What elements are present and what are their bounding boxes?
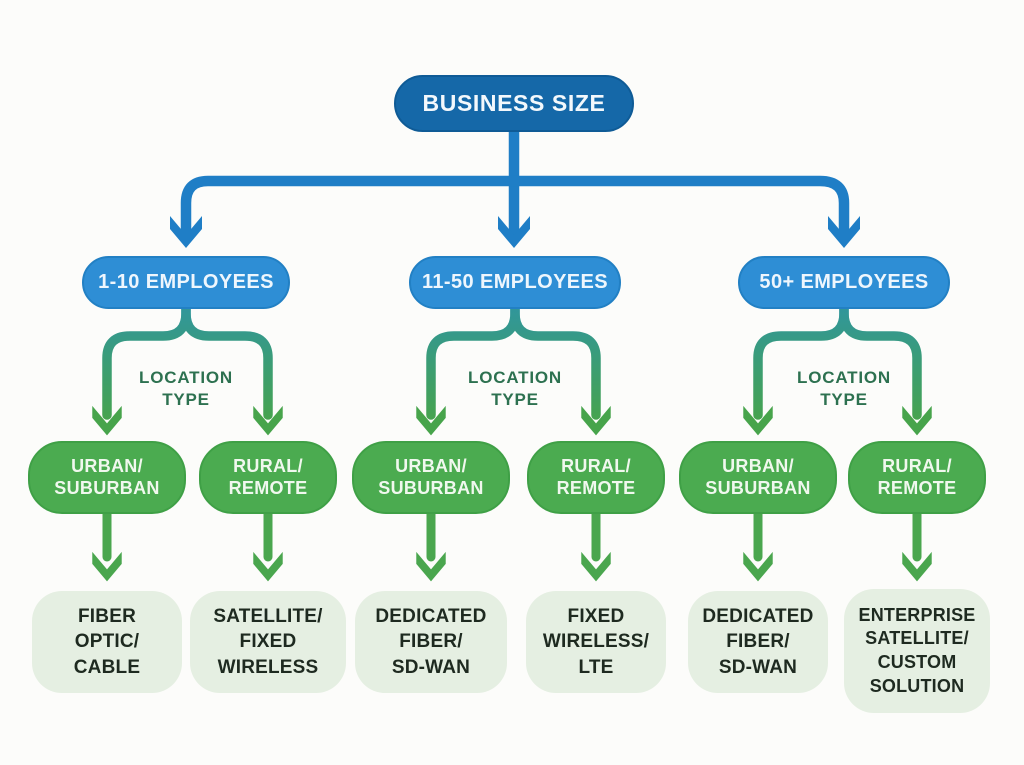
decision-label-location-type-3: LOCATION TYPE — [797, 368, 891, 410]
leaf-arrowheads — [92, 551, 932, 582]
outcome-node-satellite-fixed-wireless: SATELLITE/ FIXED WIRELESS — [190, 591, 346, 693]
outcome-node-dedicated-fiber-sdwan-1: DEDICATED FIBER/ SD-WAN — [355, 591, 507, 693]
arrow-down-icon — [253, 551, 283, 582]
location-node-urban-suburban-3: URBAN/ SUBURBAN — [679, 441, 837, 514]
root-to-branches-connector — [180, 125, 850, 239]
blue-arrowheads — [170, 216, 860, 248]
arrow-down-icon — [416, 551, 446, 582]
arrow-down-icon — [92, 551, 122, 582]
arrow-down-icon — [828, 216, 860, 248]
branch-node-1-10-employees: 1-10 EMPLOYEES — [82, 256, 290, 309]
arrow-down-icon — [170, 216, 202, 248]
outcome-node-dedicated-fiber-sdwan-2: DEDICATED FIBER/ SD-WAN — [688, 591, 828, 693]
split-line — [180, 175, 850, 237]
outcome-node-fixed-wireless-lte: FIXED WIRELESS/ LTE — [526, 591, 666, 693]
outcome-node-fiber-optic-cable: FIBER OPTIC/ CABLE — [32, 591, 182, 693]
arrow-down-icon — [581, 551, 611, 582]
decision-label-location-type-1: LOCATION TYPE — [139, 368, 233, 410]
arrow-down-icon — [743, 551, 773, 582]
branch-node-50plus-employees: 50+ EMPLOYEES — [738, 256, 950, 309]
children-to-outcomes-connectors — [102, 508, 922, 562]
location-node-rural-remote-1: RURAL/ REMOTE — [199, 441, 337, 514]
location-node-urban-suburban-2: URBAN/ SUBURBAN — [352, 441, 510, 514]
root-node-business-size: BUSINESS SIZE — [394, 75, 634, 132]
branch-node-11-50-employees: 11-50 EMPLOYEES — [409, 256, 621, 309]
location-node-urban-suburban-1: URBAN/ SUBURBAN — [28, 441, 186, 514]
arrow-down-icon — [902, 551, 932, 582]
location-node-rural-remote-3: RURAL/ REMOTE — [848, 441, 986, 514]
location-node-rural-remote-2: RURAL/ REMOTE — [527, 441, 665, 514]
decision-label-location-type-2: LOCATION TYPE — [468, 368, 562, 410]
arrow-down-icon — [498, 216, 530, 248]
outcome-node-enterprise-satellite-custom: ENTERPRISE SATELLITE/ CUSTOM SOLUTION — [844, 589, 990, 713]
